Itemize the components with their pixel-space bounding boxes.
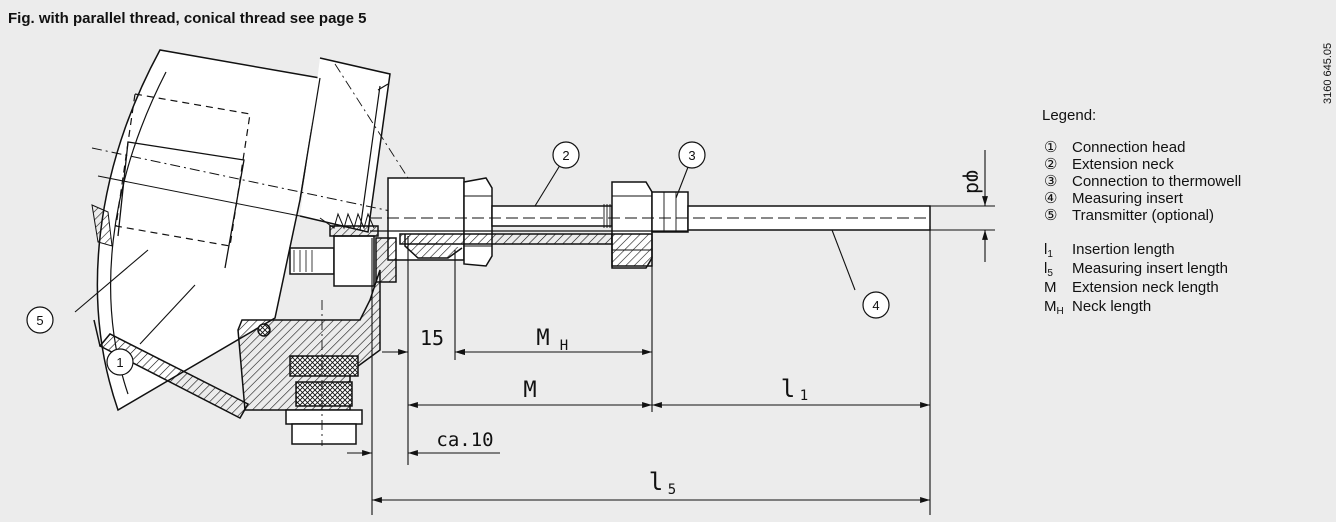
legend-symbol-row: l5 Measuring insert length bbox=[1042, 260, 1332, 279]
legend-text: Extension neck bbox=[1072, 156, 1174, 173]
legend-symbol-row: MH Neck length bbox=[1042, 298, 1332, 317]
legend-symbol: ② bbox=[1044, 156, 1058, 173]
figure-caption: Fig. with parallel thread, conical threa… bbox=[8, 10, 367, 27]
symbol-text: Extension neck length bbox=[1072, 279, 1219, 296]
legend-item: ② Extension neck bbox=[1042, 156, 1332, 173]
legend-symbol: ① bbox=[1044, 139, 1058, 156]
dim-l5-sub: 5 bbox=[668, 482, 676, 498]
technical-drawing: φd 15 M H M l 1 ca.10 l 5 1 2 3 bbox=[26, 49, 995, 515]
svg-text:3: 3 bbox=[688, 148, 695, 163]
drawing-code-text: 3160 645.05 bbox=[1322, 42, 1334, 104]
svg-text:1: 1 bbox=[116, 355, 123, 370]
symbol-l1: l1 bbox=[1044, 241, 1053, 260]
drawing-code: 3160 645.05 bbox=[1308, 40, 1334, 104]
legend-symbol-row: M Extension neck length bbox=[1042, 279, 1332, 298]
dim-l1: l bbox=[781, 375, 795, 403]
legend-title: Legend: bbox=[1042, 107, 1097, 124]
dim-mh: M bbox=[536, 326, 549, 351]
legend-item: ④ Measuring insert bbox=[1042, 190, 1332, 207]
legend-text: Measuring insert bbox=[1072, 190, 1183, 207]
dim-l5: l bbox=[649, 468, 663, 496]
dim-m: M bbox=[523, 378, 536, 403]
dim-15: 15 bbox=[420, 326, 444, 350]
dimension-lines bbox=[74, 150, 995, 515]
callout-1: 1 bbox=[106, 348, 134, 376]
legend-text: Transmitter (optional) bbox=[1072, 207, 1214, 224]
dim-ca10: ca.10 bbox=[436, 429, 493, 451]
callout-2: 2 bbox=[552, 141, 580, 169]
legend-text: Connection head bbox=[1072, 139, 1186, 156]
dimension-labels: φd 15 M H M l 1 ca.10 l 5 bbox=[420, 170, 986, 498]
dim-phi-d: φd bbox=[962, 170, 986, 194]
legend: Legend: ① Connection head ② Extension ne… bbox=[1042, 107, 1332, 317]
symbol-text: Insertion length bbox=[1072, 241, 1175, 258]
svg-text:4: 4 bbox=[872, 298, 879, 313]
legend-text: Connection to thermowell bbox=[1072, 173, 1242, 190]
callout-3: 3 bbox=[678, 141, 706, 169]
dim-l1-sub: 1 bbox=[800, 388, 808, 404]
dim-mh-sub: H bbox=[560, 338, 568, 354]
legend-symbol: ④ bbox=[1044, 190, 1058, 207]
symbol-text: Measuring insert length bbox=[1072, 260, 1228, 277]
symbol-mh: MH bbox=[1044, 298, 1064, 317]
legend-item: ⑤ Transmitter (optional) bbox=[1042, 207, 1332, 224]
legend-symbol: ⑤ bbox=[1044, 207, 1058, 224]
callout-bubbles: 1 2 3 4 5 bbox=[26, 141, 890, 376]
legend-item: ③ Connection to thermowell bbox=[1042, 173, 1332, 190]
connection-head bbox=[91, 49, 409, 446]
callout-4: 4 bbox=[862, 291, 890, 319]
svg-text:2: 2 bbox=[562, 148, 569, 163]
symbol-m: M bbox=[1044, 279, 1057, 296]
symbol-l5: l5 bbox=[1044, 260, 1053, 279]
symbol-text: Neck length bbox=[1072, 298, 1152, 315]
legend-symbol: ③ bbox=[1044, 173, 1058, 190]
legend-item: ① Connection head bbox=[1042, 139, 1332, 156]
extension-neck bbox=[375, 177, 689, 283]
measuring-insert bbox=[370, 205, 931, 232]
svg-text:5: 5 bbox=[36, 313, 43, 328]
legend-symbol-row: l1 Insertion length bbox=[1042, 241, 1332, 260]
callout-5: 5 bbox=[26, 306, 54, 334]
